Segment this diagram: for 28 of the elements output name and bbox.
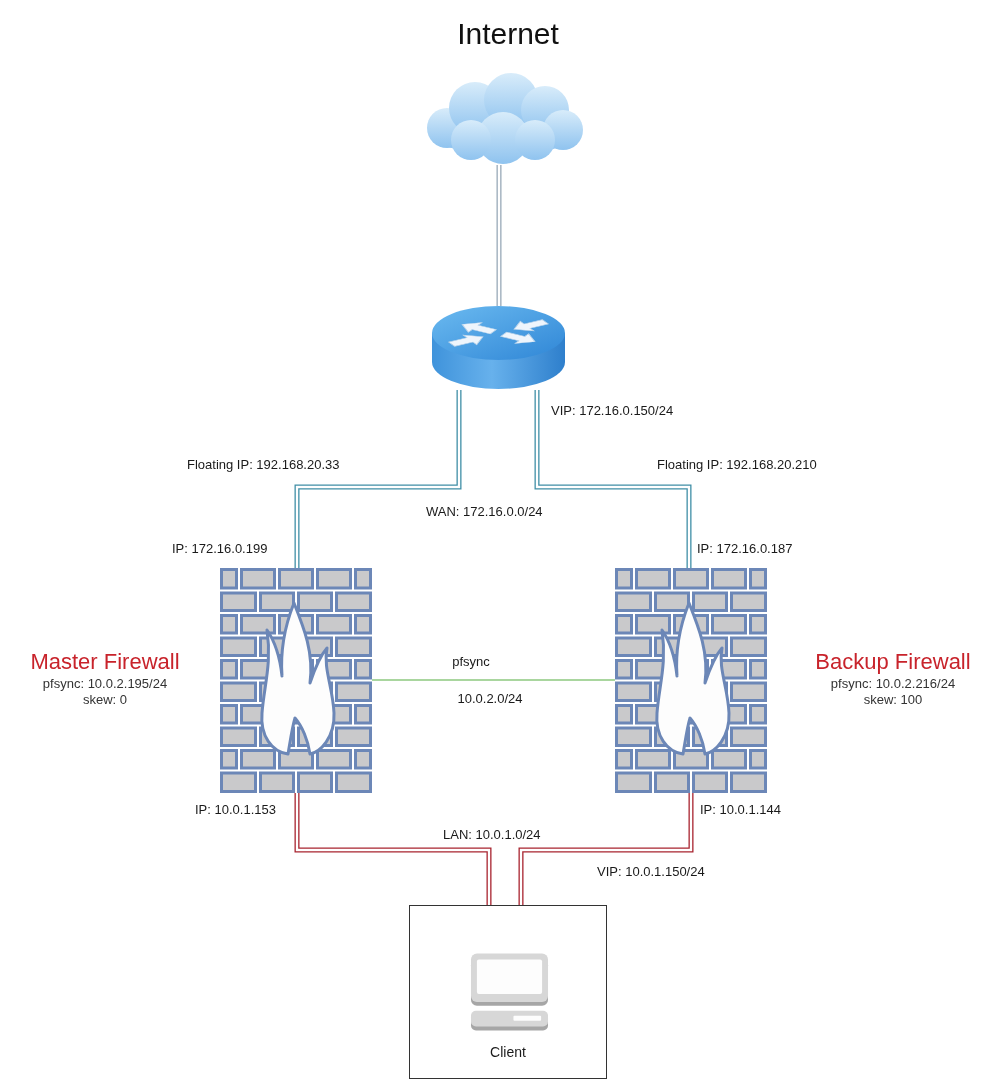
- address-label: VIP: 10.0.1.150/24: [597, 864, 705, 880]
- address-label: VIP: 172.16.0.150/24: [551, 403, 674, 419]
- connector-line: [294, 390, 462, 568]
- firewall-icon: [615, 568, 767, 793]
- firewall-details: pfsync: 10.0.2.216/24 skew: 100: [829, 676, 957, 708]
- address-label: IP: 172.16.0.199: [172, 541, 268, 557]
- cloud-title: Internet: [457, 16, 559, 52]
- firewall-icon: [220, 568, 372, 793]
- address-label: Floating IP: 192.168.20.33: [187, 457, 340, 473]
- address-label: Floating IP: 192.168.20.210: [657, 457, 817, 473]
- firewall-title: Master Firewall: [30, 649, 180, 675]
- cloud-shape: [425, 72, 583, 165]
- router-icon: [432, 306, 565, 390]
- address-label: IP: 10.0.1.153: [195, 802, 276, 818]
- link-label: pfsync: [452, 654, 490, 670]
- firewall-title: Backup Firewall: [815, 649, 971, 675]
- connector-line: [518, 793, 694, 905]
- network-label: LAN: 10.0.1.0/24: [443, 827, 541, 843]
- network-label: WAN: 172.16.0.0/24: [426, 504, 543, 520]
- address-label: IP: 172.16.0.187: [697, 541, 793, 557]
- network-label: 10.0.2.0/24: [457, 691, 523, 707]
- connector-line: [371, 679, 616, 681]
- client-box: [409, 905, 607, 1079]
- address-label: IP: 10.0.1.144: [700, 802, 781, 818]
- connector-line: [294, 793, 492, 905]
- node-label: Client: [490, 1043, 526, 1061]
- firewall-details: pfsync: 10.0.2.195/24 skew: 0: [41, 676, 169, 708]
- connector-line: [534, 390, 692, 568]
